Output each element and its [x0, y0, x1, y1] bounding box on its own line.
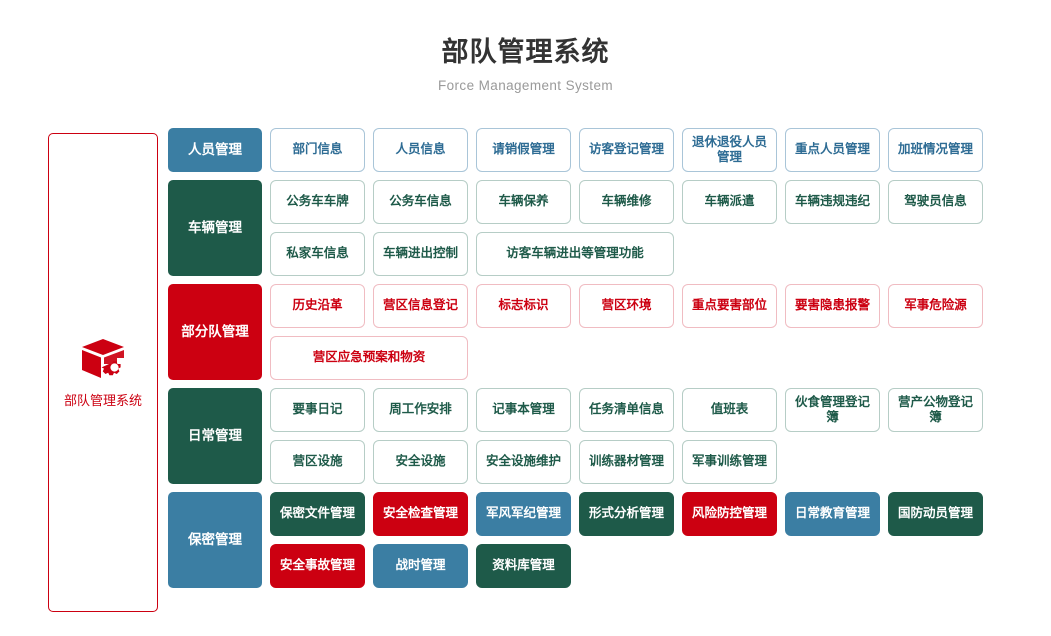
module-card[interactable]: 营区设施 [270, 440, 365, 484]
module-card[interactable]: 国防动员管理 [888, 492, 983, 536]
module-card[interactable]: 重点要害部位 [682, 284, 777, 328]
module-card[interactable]: 值班表 [682, 388, 777, 432]
module-card[interactable]: 营产公物登记簿 [888, 388, 983, 432]
category-card-group: 部门信息人员信息请销假管理访客登记管理退休退役人员管理重点人员管理加班情况管理 [270, 128, 1013, 172]
system-sidebar-panel[interactable]: 部队管理系统 [48, 133, 158, 612]
category-label-5[interactable]: 保密管理 [168, 492, 262, 588]
module-card[interactable]: 任务清单信息 [579, 388, 674, 432]
category-card-group: 要事日记周工作安排记事本管理任务清单信息值班表伙食管理登记簿营产公物登记簿营区设… [270, 388, 1013, 484]
module-card[interactable]: 日常教育管理 [785, 492, 880, 536]
category-card-group: 保密文件管理安全检查管理军风军纪管理形式分析管理风险防控管理日常教育管理国防动员… [270, 492, 1013, 588]
module-card[interactable]: 重点人员管理 [785, 128, 880, 172]
module-card[interactable]: 形式分析管理 [579, 492, 674, 536]
module-card[interactable]: 车辆违规违纪 [785, 180, 880, 224]
module-card[interactable]: 私家车信息 [270, 232, 365, 276]
module-card[interactable]: 营区信息登记 [373, 284, 468, 328]
cube-gear-icon [77, 336, 129, 384]
category-card-group: 公务车车牌公务车信息车辆保养车辆维修车辆派遣车辆违规违纪驾驶员信息私家车信息车辆… [270, 180, 1013, 276]
module-card[interactable]: 伙食管理登记簿 [785, 388, 880, 432]
category-row: 人员管理部门信息人员信息请销假管理访客登记管理退休退役人员管理重点人员管理加班情… [168, 128, 1013, 172]
module-card[interactable]: 公务车车牌 [270, 180, 365, 224]
module-card[interactable]: 标志标识 [476, 284, 571, 328]
module-card[interactable]: 军风军纪管理 [476, 492, 571, 536]
page-subtitle: Force Management System [437, 77, 614, 93]
module-card[interactable]: 要害隐患报警 [785, 284, 880, 328]
module-card[interactable]: 历史沿革 [270, 284, 365, 328]
module-card[interactable]: 军事训练管理 [682, 440, 777, 484]
category-label-1[interactable]: 人员管理 [168, 128, 262, 172]
category-label-4[interactable]: 日常管理 [168, 388, 262, 484]
module-card[interactable]: 访客登记管理 [579, 128, 674, 172]
module-card[interactable]: 公务车信息 [373, 180, 468, 224]
module-card[interactable]: 记事本管理 [476, 388, 571, 432]
module-card[interactable]: 部门信息 [270, 128, 365, 172]
module-card[interactable]: 周工作安排 [373, 388, 468, 432]
module-card[interactable]: 军事危险源 [888, 284, 983, 328]
category-row: 日常管理要事日记周工作安排记事本管理任务清单信息值班表伙食管理登记簿营产公物登记… [168, 388, 1013, 484]
category-row: 保密管理保密文件管理安全检查管理军风军纪管理形式分析管理风险防控管理日常教育管理… [168, 492, 1013, 588]
module-card[interactable]: 加班情况管理 [888, 128, 983, 172]
module-card[interactable]: 退休退役人员管理 [682, 128, 777, 172]
module-card[interactable]: 训练器材管理 [579, 440, 674, 484]
module-card[interactable]: 风险防控管理 [682, 492, 777, 536]
module-card[interactable]: 驾驶员信息 [888, 180, 983, 224]
module-card[interactable]: 车辆派遣 [682, 180, 777, 224]
module-card[interactable]: 营区环境 [579, 284, 674, 328]
module-card[interactable]: 营区应急预案和物资 [270, 336, 468, 380]
category-label-3[interactable]: 部分队管理 [168, 284, 262, 380]
page-title: 部队管理系统 [441, 37, 610, 67]
module-card[interactable]: 战时管理 [373, 544, 468, 588]
module-card[interactable]: 安全设施维护 [476, 440, 571, 484]
category-card-group: 历史沿革营区信息登记标志标识营区环境重点要害部位要害隐患报警军事危险源营区应急预… [270, 284, 1013, 380]
module-card[interactable]: 人员信息 [373, 128, 468, 172]
category-label-2[interactable]: 车辆管理 [168, 180, 262, 276]
sidebar-system-label: 部队管理系统 [63, 393, 142, 408]
module-card[interactable]: 要事日记 [270, 388, 365, 432]
module-card[interactable]: 车辆维修 [579, 180, 674, 224]
module-card[interactable]: 安全事故管理 [270, 544, 365, 588]
module-card[interactable]: 车辆进出控制 [373, 232, 468, 276]
module-card[interactable]: 保密文件管理 [270, 492, 365, 536]
page-header: 部队管理系统 Force Management System [0, 0, 1051, 93]
diagram-board: 部队管理系统 人员管理部门信息人员信息请销假管理访客登记管理退休退役人员管理重点… [0, 120, 1051, 630]
category-row: 车辆管理公务车车牌公务车信息车辆保养车辆维修车辆派遣车辆违规违纪驾驶员信息私家车… [168, 180, 1013, 276]
module-card[interactable]: 请销假管理 [476, 128, 571, 172]
module-card[interactable]: 车辆保养 [476, 180, 571, 224]
module-card[interactable]: 访客车辆进出等管理功能 [476, 232, 674, 276]
module-card[interactable]: 安全设施 [373, 440, 468, 484]
module-card[interactable]: 安全检查管理 [373, 492, 468, 536]
category-row: 部分队管理历史沿革营区信息登记标志标识营区环境重点要害部位要害隐患报警军事危险源… [168, 284, 1013, 380]
module-card[interactable]: 资料库管理 [476, 544, 571, 588]
category-grid: 人员管理部门信息人员信息请销假管理访客登记管理退休退役人员管理重点人员管理加班情… [168, 128, 1013, 596]
